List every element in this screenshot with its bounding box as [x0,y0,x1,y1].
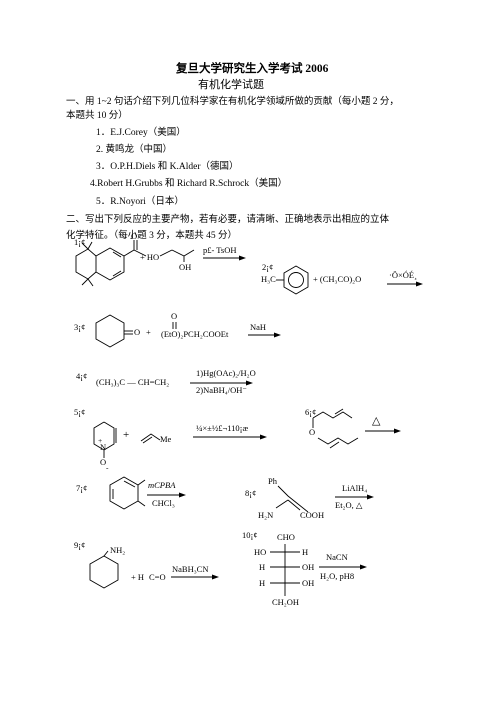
section1-item: 1．E.J.Corey（美国） [96,128,186,138]
r3-reagent: (EtO)₂PCH₂COOEt [161,329,229,339]
r9-number: 9¡¢ [74,540,86,550]
r8-number: 8¡¢ [245,488,257,498]
r6-number: 6¡¢ [305,407,317,417]
r1-structure [75,240,246,287]
r10-condition-2: H₂O, pH8 [320,571,355,581]
section2-heading: 二、写出下列反应的主要产物，若有必要，请清晰、正确地表示出相应的立体 [66,215,390,225]
r5-plus: + [123,429,130,441]
r4-condition-2: 2)NaBH₄/OH⁻ [196,385,247,395]
r10-ch2oh: CH₂OH [272,597,300,607]
page-subtitle: 有机化学试题 [198,79,264,91]
r4-condition-1: 1)Hg(OAc)₂/H₂O [196,368,256,378]
r5-me: Me [160,434,172,444]
r1-condition: p£- TsOH [203,245,237,255]
r1-number: 1¡¢ [74,237,86,247]
r4-structure [190,380,253,386]
r4-substrate: (CH₃)₃C — CH=CH₂ [96,377,170,387]
r8-ph: Ph [268,476,277,486]
r8-cooh: COOH [300,510,325,520]
r10-oh3: OH [302,578,315,588]
r10-cho: CHO [277,532,295,542]
r5-o: O [100,457,107,467]
r2-structure [276,265,423,295]
r8-h2n: H₂N [258,510,274,520]
r10-number: 10¡¢ [242,530,258,540]
r3-number: 3¡¢ [74,322,86,332]
r10-ho: HO [254,547,267,557]
r6-structure [312,408,401,449]
r1-oh: OH [179,262,192,272]
section1-item: 5．R.Noyori（日本） [96,197,184,207]
r5-condition: ¼×±½£¬110¡æ [196,423,249,433]
r6-o: O [309,427,316,437]
r6-condition: △ [372,415,381,427]
r7-structure [109,476,186,510]
r3-condition: NaH [250,322,267,332]
page-title: 复旦大学研究生入学考试 2006 [176,63,329,75]
r5-plus-charge: + [98,436,103,445]
r3-structure [95,314,281,348]
r3-plus: + [146,327,151,337]
r5-n: N [100,442,107,452]
section1-item: 3．O.P.H.Diels 和 K.Alder（德国） [96,162,239,172]
r3-o-top: O [171,311,178,321]
r2-condition: ·Ö×ÓÉ¸ [389,270,417,280]
section1-item: 4.Robert H.Grubbs 和 Richard R.Schrock（美国… [90,179,288,189]
section1-heading-cont: 本题共 10 分） [66,111,128,121]
r4-number: 4¡¢ [76,371,88,381]
r5-minus: - [106,463,109,472]
r8-condition-2: Et₂O, △ [335,500,363,510]
r2-number: 2¡¢ [262,262,274,272]
section1-item: 2. 黄鸣龙（中国） [96,145,173,155]
r8-condition-1: LiAlH₄ [342,483,368,493]
r1-o: O [131,231,138,241]
r7-condition-1: mCPBA [148,480,176,490]
r10-h1: H [302,547,309,557]
r10-h3: H [259,578,266,588]
r2-h3c: H₃C [261,274,276,284]
r9-condition: NaBH₃CN [172,564,209,574]
r10-oh2: OH [302,562,315,572]
r10-condition-1: NaCN [326,552,348,562]
r10-h2: H [259,562,266,572]
r5-structure [93,421,267,458]
r2-reagent: + (CH₃CO)₂O [313,274,362,284]
r5-number: 5¡¢ [74,407,86,417]
section1-heading: 一、用 1~2 句话介绍下列几位科学家在有机化学领域所做的贡献（每小题 2 分， [66,97,399,107]
r7-number: 7¡¢ [76,483,88,493]
r9-co: C=O [149,572,166,582]
r7-condition-2: CHCl₃ [152,498,175,508]
r3-o: O [134,327,141,337]
r1-ho: + HO [140,252,160,262]
r10-structure [270,544,367,596]
r9-structure [89,550,219,589]
r8-structure [275,485,374,513]
r9-nh2: NH₂ [110,545,126,555]
r9-plus-h: + H [131,572,145,582]
section2-heading-cont: 化学特征。（每小题 3 分，本题共 45 分） [66,231,238,241]
